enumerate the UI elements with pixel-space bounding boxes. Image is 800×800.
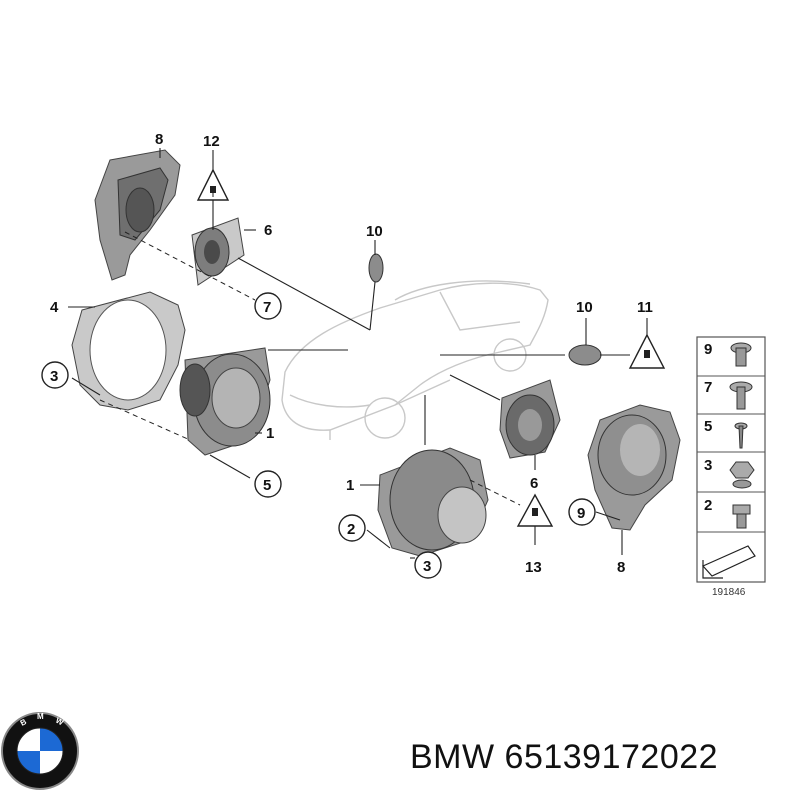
legend-label-1: 7 bbox=[704, 379, 712, 396]
tweeter-speaker-mid bbox=[499, 379, 561, 459]
caption-part-number: 65139172022 bbox=[504, 738, 719, 776]
arrow-icon bbox=[702, 545, 756, 579]
svg-text:B: B bbox=[19, 717, 29, 728]
callout-10-top: 10 bbox=[366, 223, 383, 240]
sensor-part-right bbox=[568, 344, 602, 366]
callout-4: 4 bbox=[50, 299, 59, 316]
speaker-housing-bottom bbox=[587, 404, 681, 531]
callout-5: 5 bbox=[263, 477, 271, 494]
callout-9-circle: 9 bbox=[577, 505, 585, 522]
callout-12: 12 bbox=[203, 133, 220, 150]
leader-lines bbox=[68, 148, 648, 559]
speaker-bottom bbox=[377, 447, 489, 557]
tweeter-speaker-top bbox=[191, 217, 245, 286]
clip-nut-icon bbox=[730, 342, 752, 367]
callout-8-bottom: 8 bbox=[617, 559, 625, 576]
rivet-icon bbox=[729, 381, 753, 410]
legend-label-3: 3 bbox=[704, 457, 712, 474]
part-caption: BMW 65139172022 bbox=[410, 738, 718, 777]
callout-2: 2 bbox=[347, 521, 355, 538]
callout-1-left: 1 bbox=[266, 425, 274, 442]
callout-6-top: 6 bbox=[264, 222, 272, 239]
caption-brand: BMW bbox=[410, 738, 495, 776]
warning-triangle-icon-13 bbox=[516, 493, 554, 527]
speaker-ring-left bbox=[71, 291, 186, 411]
callout-8-top: 8 bbox=[155, 131, 163, 148]
speaker-left bbox=[179, 347, 271, 456]
hex-nut-icon bbox=[729, 461, 755, 489]
bmw-logo: B M W bbox=[1, 712, 79, 790]
svg-text:M: M bbox=[37, 712, 44, 721]
callout-7-circle: 7 bbox=[263, 299, 271, 316]
callout-11: 11 bbox=[637, 299, 653, 316]
callout-1-mid: 1 bbox=[346, 477, 354, 494]
warning-triangle-icon-12 bbox=[196, 168, 230, 201]
legend-label-2: 5 bbox=[704, 418, 712, 435]
callout-6-mid: 6 bbox=[530, 475, 538, 492]
warning-triangle-icon-11 bbox=[628, 333, 666, 369]
callout-10-right: 10 bbox=[576, 299, 593, 316]
diagram-ref-number: 191846 bbox=[712, 587, 746, 598]
callout-3-mid: 3 bbox=[423, 558, 431, 575]
legend-label-0: 9 bbox=[704, 341, 712, 358]
legend-label-4: 2 bbox=[704, 497, 712, 514]
fastener-legend: 9 7 5 3 2 bbox=[696, 336, 766, 583]
bolt-icon bbox=[732, 504, 751, 529]
svg-text:W: W bbox=[54, 716, 65, 728]
speaker-housing-top bbox=[94, 149, 181, 281]
screw-icon bbox=[734, 422, 748, 449]
callout-3-left: 3 bbox=[50, 368, 58, 385]
callout-13: 13 bbox=[525, 559, 542, 576]
sensor-part-top bbox=[368, 253, 384, 283]
